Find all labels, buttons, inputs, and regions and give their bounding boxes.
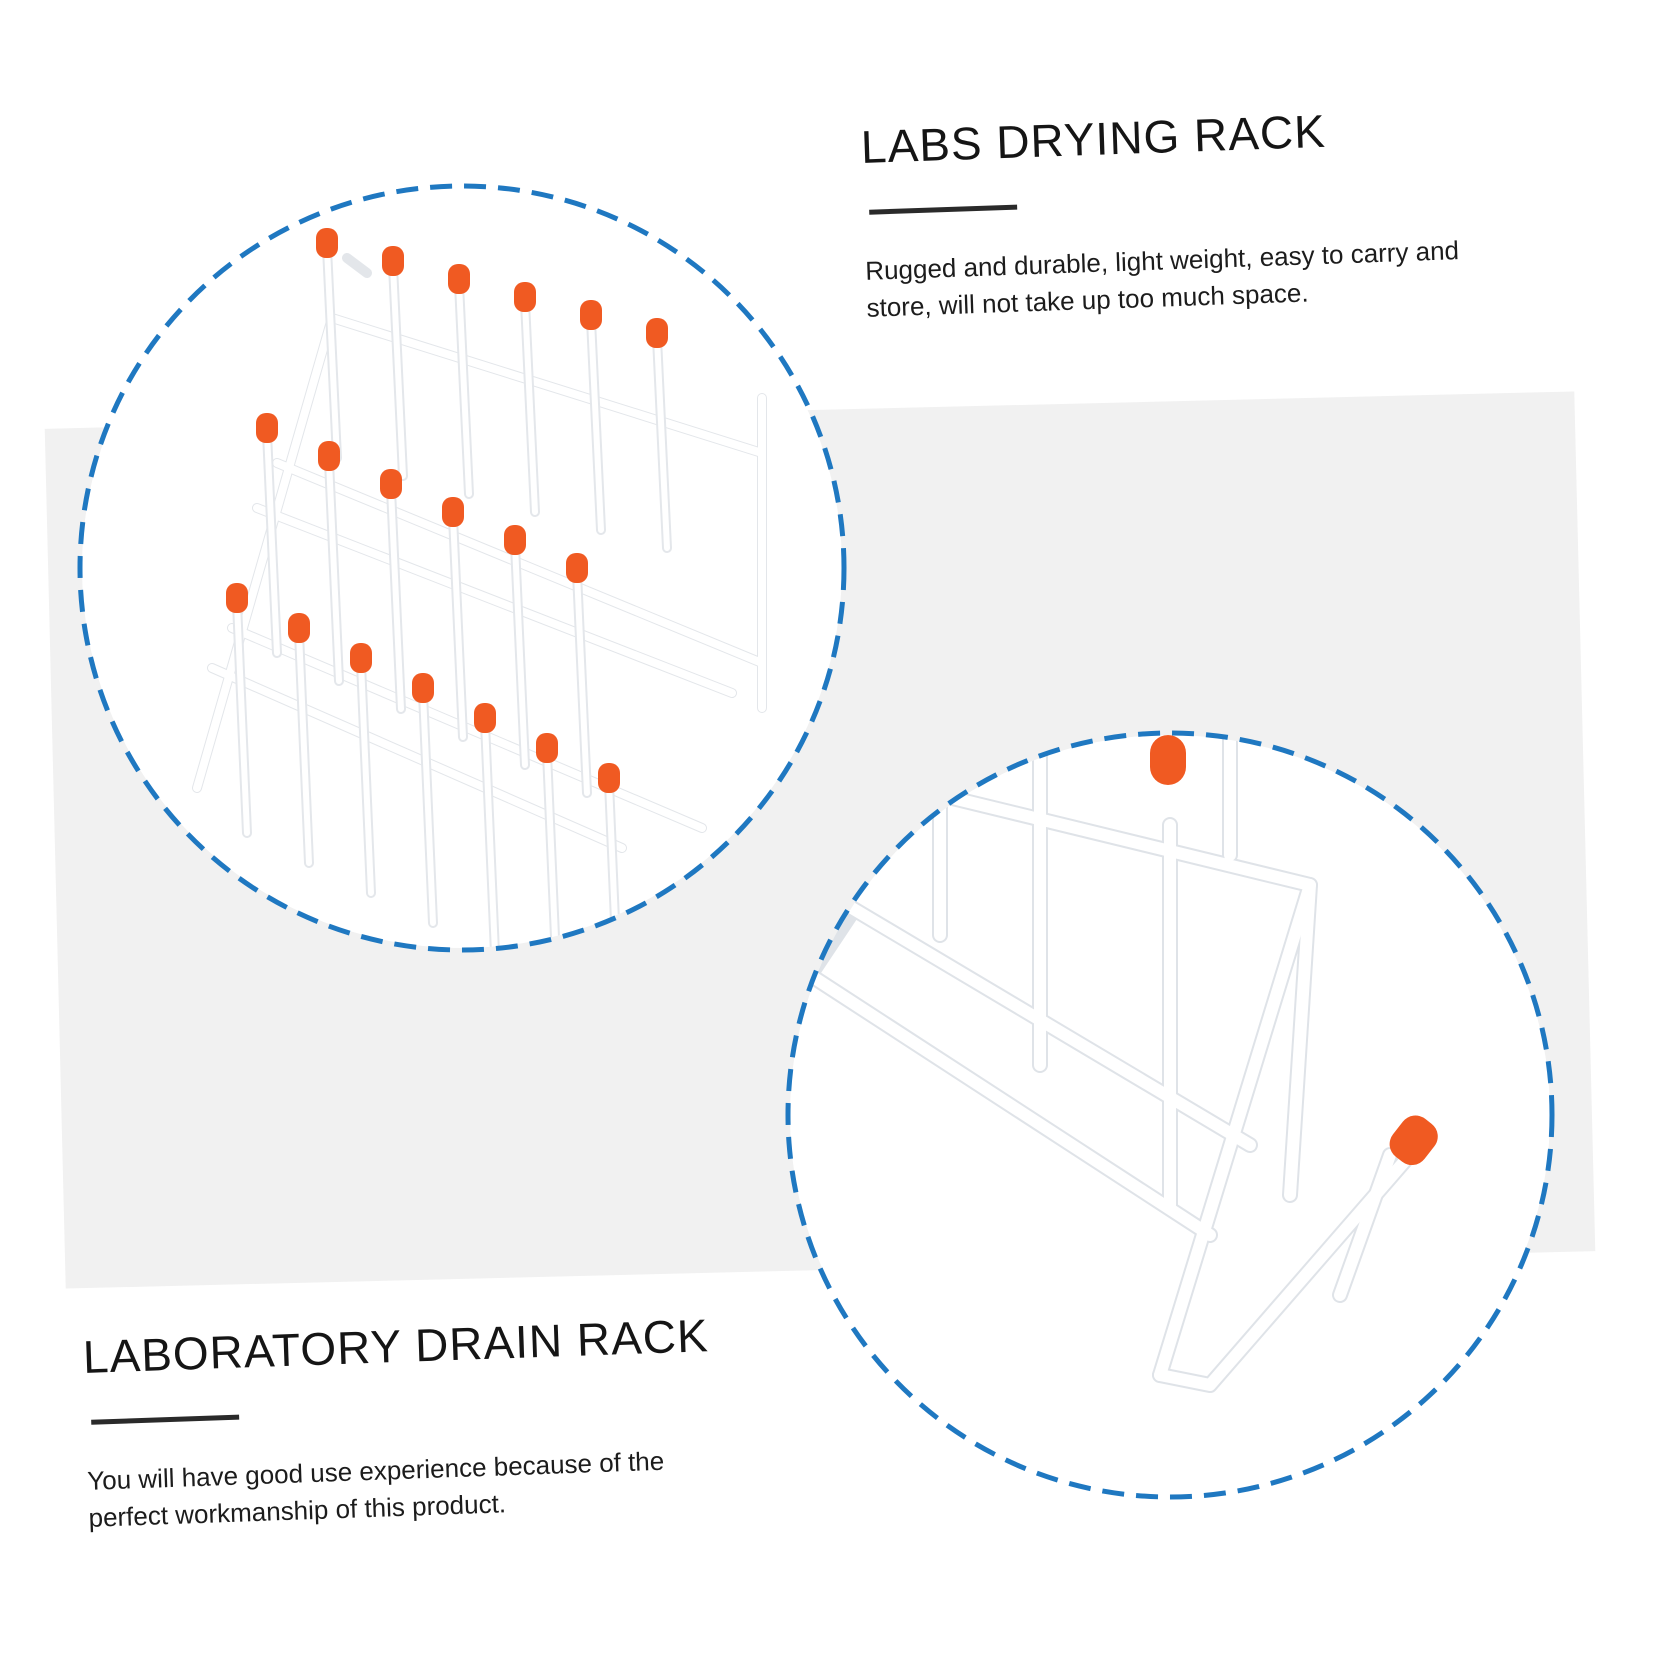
heading-divider bbox=[91, 1414, 240, 1425]
description-drain-rack: You will have good use experience becaus… bbox=[86, 1445, 665, 1533]
peg-cap bbox=[514, 282, 536, 312]
peg-cap bbox=[504, 525, 526, 555]
rack-photo-closeup bbox=[790, 735, 1550, 1495]
peg-cap bbox=[226, 583, 248, 613]
peg-cap bbox=[318, 441, 340, 471]
heading-labs-drying-rack: LABS DRYING RACK bbox=[860, 104, 1327, 173]
peg-cap bbox=[536, 733, 558, 763]
peg-cap bbox=[288, 613, 310, 643]
heading-laboratory-drain-rack: LABORATORY DRAIN RACK bbox=[82, 1309, 710, 1383]
peg-cap bbox=[380, 469, 402, 499]
text-block-drying-rack: LABS DRYING RACK Rugged and durable, lig… bbox=[860, 98, 1487, 327]
peg-cap bbox=[350, 643, 372, 673]
description-drying-rack: Rugged and durable, light weight, easy t… bbox=[864, 235, 1460, 323]
peg-cap bbox=[256, 413, 278, 443]
rack-photo-full bbox=[82, 188, 842, 948]
rack-illustration-closeup bbox=[802, 735, 1438, 1393]
peg-cap bbox=[580, 300, 602, 330]
heading-divider bbox=[869, 204, 1018, 215]
peg-cap bbox=[566, 553, 588, 583]
peg-cap bbox=[316, 228, 338, 258]
peg-cap bbox=[598, 763, 620, 793]
rack-illustration-full bbox=[192, 228, 767, 948]
peg-cap bbox=[412, 673, 434, 703]
peg-cap bbox=[442, 497, 464, 527]
peg-cap bbox=[1150, 735, 1186, 785]
peg-cap bbox=[382, 246, 404, 276]
text-block-drain-rack: LABORATORY DRAIN RACK You will have good… bbox=[82, 1308, 729, 1537]
peg-cap bbox=[474, 703, 496, 733]
peg-cap bbox=[646, 318, 668, 348]
peg-cap bbox=[448, 264, 470, 294]
